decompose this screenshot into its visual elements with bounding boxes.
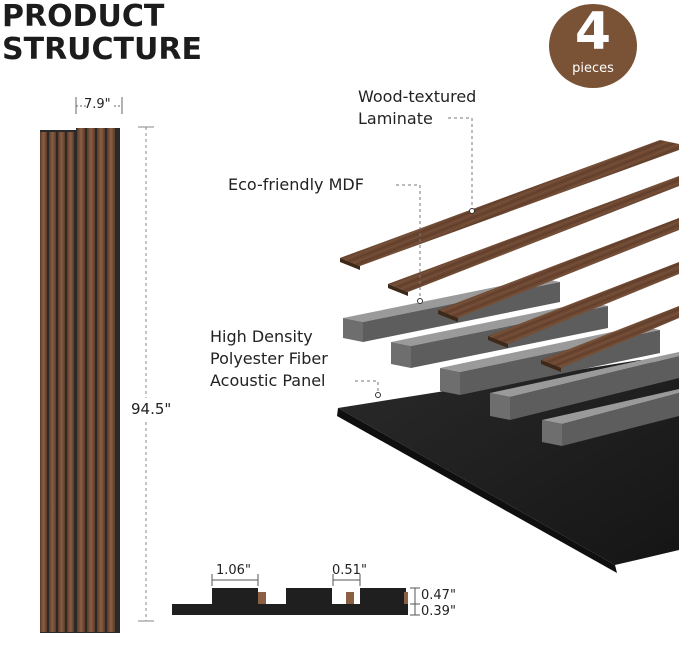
mdf-label: Eco-friendly MDF: [228, 174, 364, 196]
height-label: 94.5": [131, 400, 172, 418]
felt-label: High Density Polyester Fiber Acoustic Pa…: [210, 326, 328, 392]
cross-section: [172, 588, 408, 615]
felt-label-line-1: High Density: [210, 327, 313, 346]
slat-thickness-label: 0.47": [421, 588, 456, 603]
mdf-label-line-1: Eco-friendly MDF: [228, 175, 364, 194]
leader-lines: [355, 117, 473, 394]
tall-panel: [40, 128, 120, 633]
felt-label-line-2: Polyester Fiber: [210, 349, 328, 368]
title-line-1: PRODUCT: [2, 0, 165, 34]
badge-word: pieces: [572, 61, 614, 76]
laminate-label-line-2: Laminate: [358, 109, 433, 128]
badge-circle: [549, 4, 637, 88]
leader-dots: [375, 208, 475, 398]
page-title: PRODUCT STRUCTURE: [2, 0, 202, 66]
badge-number: 4: [574, 2, 612, 62]
height-dimension: [138, 126, 154, 622]
slat-width-label: 1.06": [216, 563, 251, 578]
width-dimension: [75, 97, 123, 114]
laminate-label: Wood-textured Laminate: [358, 86, 476, 130]
title-line-2: STRUCTURE: [2, 32, 202, 67]
width-label: 7.9": [84, 97, 111, 112]
section-dimensions: [211, 574, 420, 616]
laminate-layer: [340, 140, 679, 372]
laminate-label-line-1: Wood-textured: [358, 87, 477, 106]
base-thickness-label: 0.39": [421, 604, 456, 619]
gap-label: 0.51": [332, 563, 367, 578]
felt-label-line-3: Acoustic Panel: [210, 371, 326, 390]
